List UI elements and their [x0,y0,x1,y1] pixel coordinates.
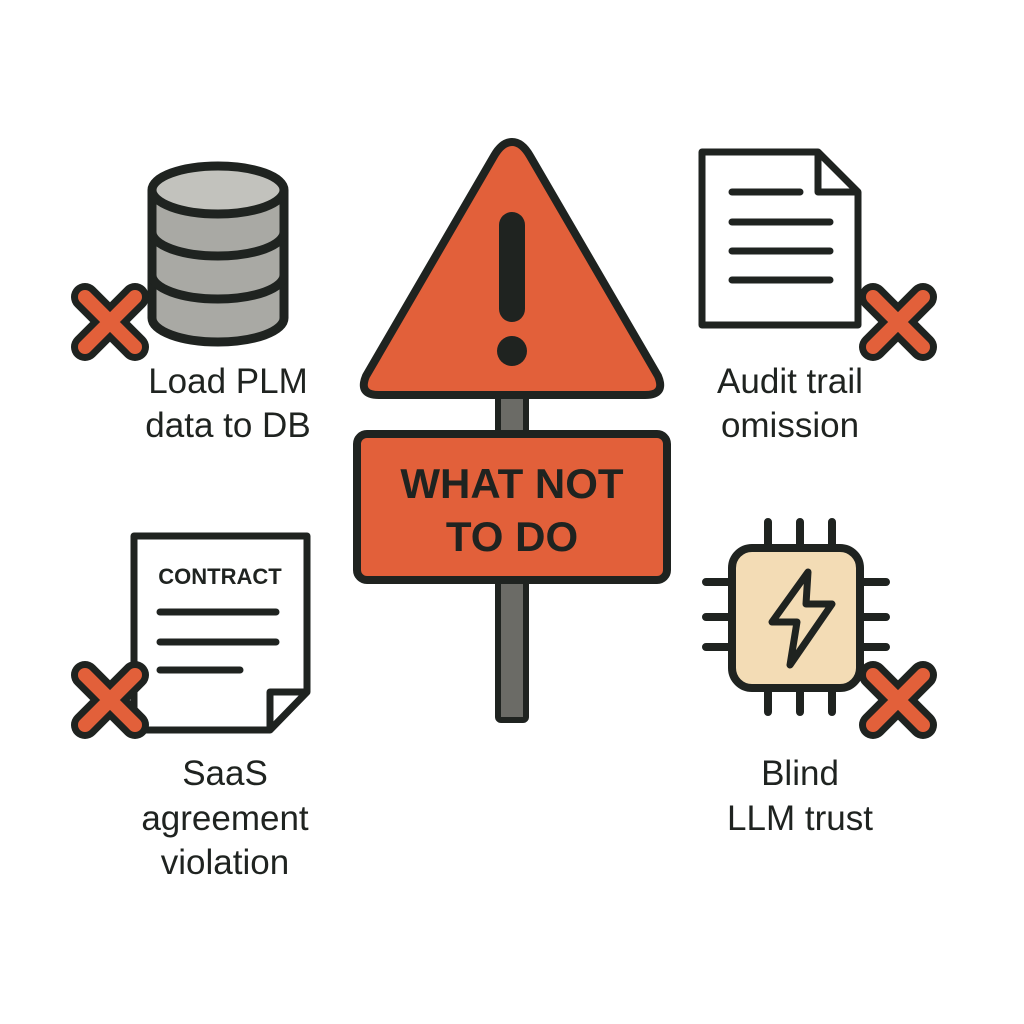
x-mark-icon [873,297,923,347]
sign-text-line1: WHAT NOT [400,460,624,507]
document-icon [698,148,862,329]
x-mark-icon [873,675,923,725]
label-saas-line3: violation [161,843,289,882]
x-mark-icon [85,675,135,725]
exclamation-dot [497,336,527,366]
contract-title: CONTRACT [158,564,282,589]
warning-sign: WHAT NOT TO DO [353,138,671,723]
database-icon [147,161,289,347]
label-llm-line1: Blind [761,754,839,793]
lightning-icon [768,568,836,669]
label-load-plm-line1: Load PLM [148,362,308,401]
chip-icon [702,518,890,716]
label-saas-line2: agreement [141,799,309,838]
sign-text-line2: TO DO [446,513,578,560]
label-load-plm-line2: data to DB [145,406,310,445]
label-audit-line2: omission [721,406,859,445]
label-audit-line1: Audit trail [717,362,863,401]
contract-icon: CONTRACT [130,532,311,734]
exclamation-bar [499,212,525,322]
x-mark-icon [85,297,135,347]
sign-board [353,430,671,584]
label-llm-line2: LLM trust [727,799,873,838]
label-saas-line1: SaaS [182,754,268,793]
